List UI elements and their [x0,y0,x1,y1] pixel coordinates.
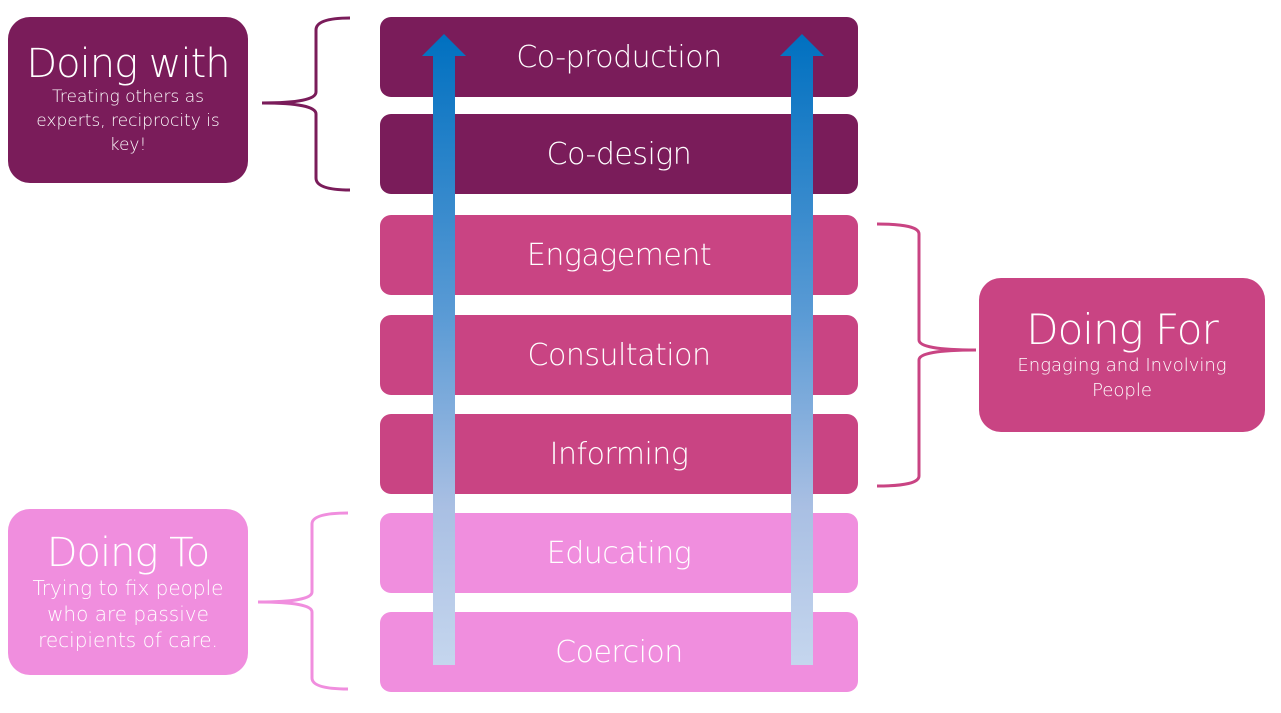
rung-co-design: Co-design [380,114,858,194]
group-description: Engaging and Involving People [1017,354,1227,402]
brace-doing-to [257,511,349,691]
group-title: Doing For [1026,304,1219,354]
rung-label: Coercion [555,634,683,670]
rung-label: Co-design [546,136,692,172]
rung-engagement: Engagement [380,215,858,295]
group-box-doing-to: Doing To Trying to fix people who are pa… [8,509,248,675]
group-title: Doing To [46,530,211,576]
group-description: Treating others as experts, reciprocity … [36,87,220,155]
group-box-doing-for: Doing For Engaging and Involving People [979,278,1265,432]
rung-label: Co-production [516,39,722,75]
rung-educating: Educating [380,513,858,593]
group-box-doing-with: Doing with Treating others as experts, r… [8,17,248,183]
up-arrow-left-icon [422,34,466,665]
rung-label: Consultation [527,337,711,373]
up-arrow-right-icon [780,34,824,665]
brace-doing-with [261,16,351,192]
rung-label: Educating [546,535,692,571]
rung-informing: Informing [380,414,858,494]
rung-label: Engagement [526,237,712,273]
rung-label: Informing [549,436,689,472]
brace-doing-for [876,222,977,488]
rung-consultation: Consultation [380,315,858,395]
group-title: Doing with [26,41,230,88]
rung-co-production: Co-production [380,17,858,97]
rung-coercion: Coercion [380,612,858,692]
group-description: Trying to fix people who are passive rec… [32,576,224,652]
